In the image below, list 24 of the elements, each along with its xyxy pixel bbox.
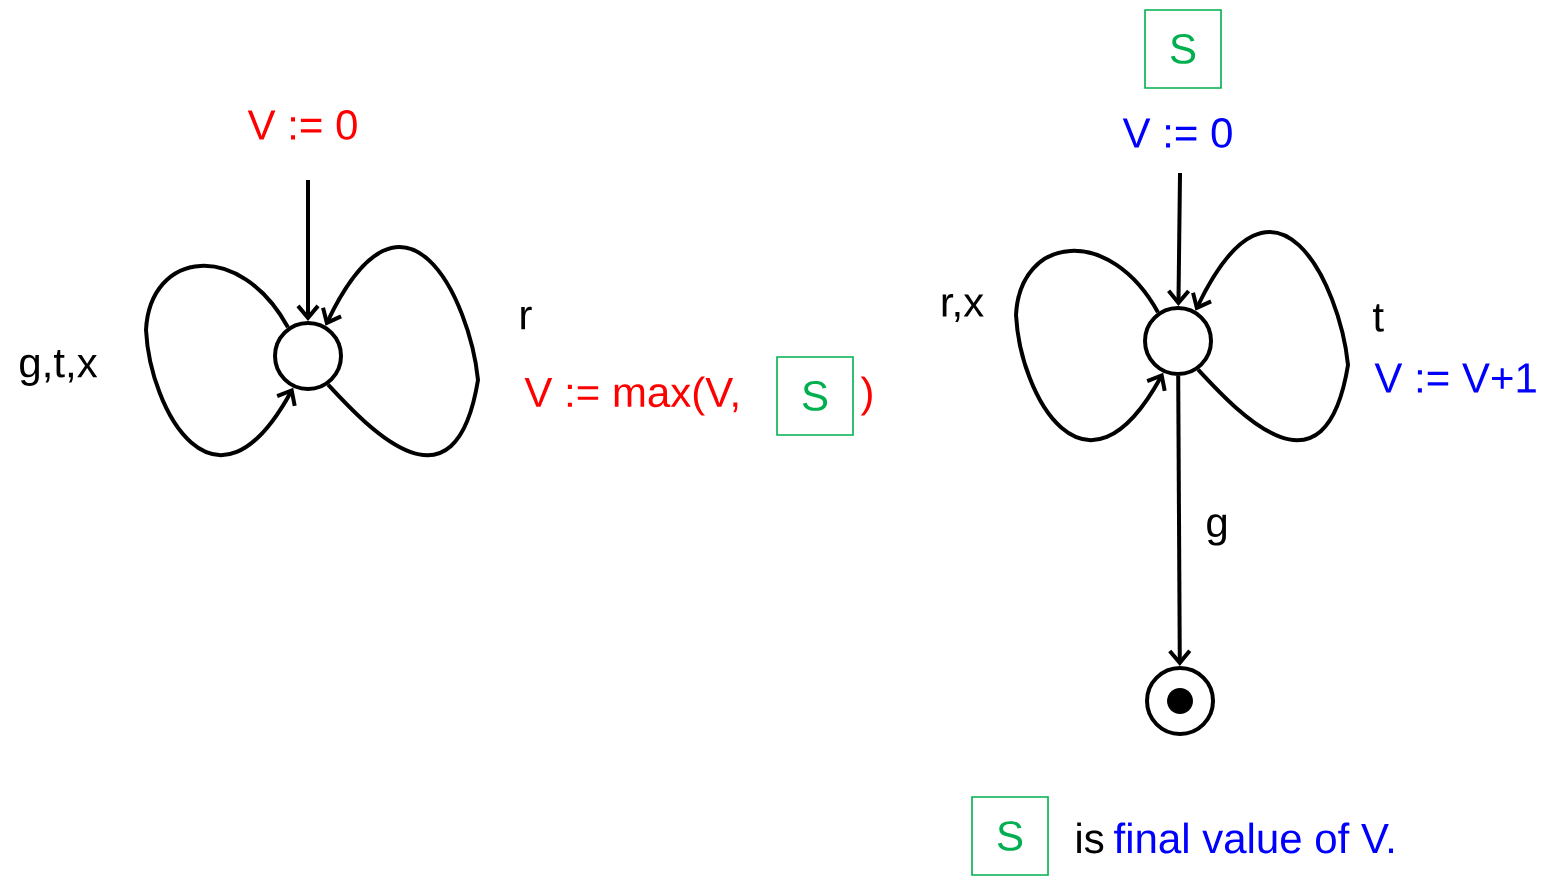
value-box: S [1144,9,1222,89]
edge-label: g,t,x [20,350,98,386]
arrow [1168,375,1192,666]
assignment-text: V := V+1 [1374,363,1536,393]
arrow [1014,249,1167,442]
edge-label: V := 0 [1122,118,1232,148]
edge-label: r [521,306,532,330]
edge-label: g [1207,514,1227,546]
arrow [296,180,320,321]
edge-label: t [1373,304,1384,332]
arrow [321,245,480,457]
legend-text: final value of V. [1114,822,1393,854]
assignment-text: V := max(V, [524,376,738,416]
arrow [1167,172,1191,306]
final-state-circle [1145,666,1215,736]
value-box: S [776,356,854,436]
edge-label: V := 0 [247,110,357,140]
arrow [1191,230,1350,442]
state-circle [273,321,343,391]
legend-text: is [1077,822,1104,854]
value-box: S [971,796,1049,876]
arrow [144,264,297,457]
state-circle [1143,306,1213,376]
edge-label: r,x [942,294,984,322]
